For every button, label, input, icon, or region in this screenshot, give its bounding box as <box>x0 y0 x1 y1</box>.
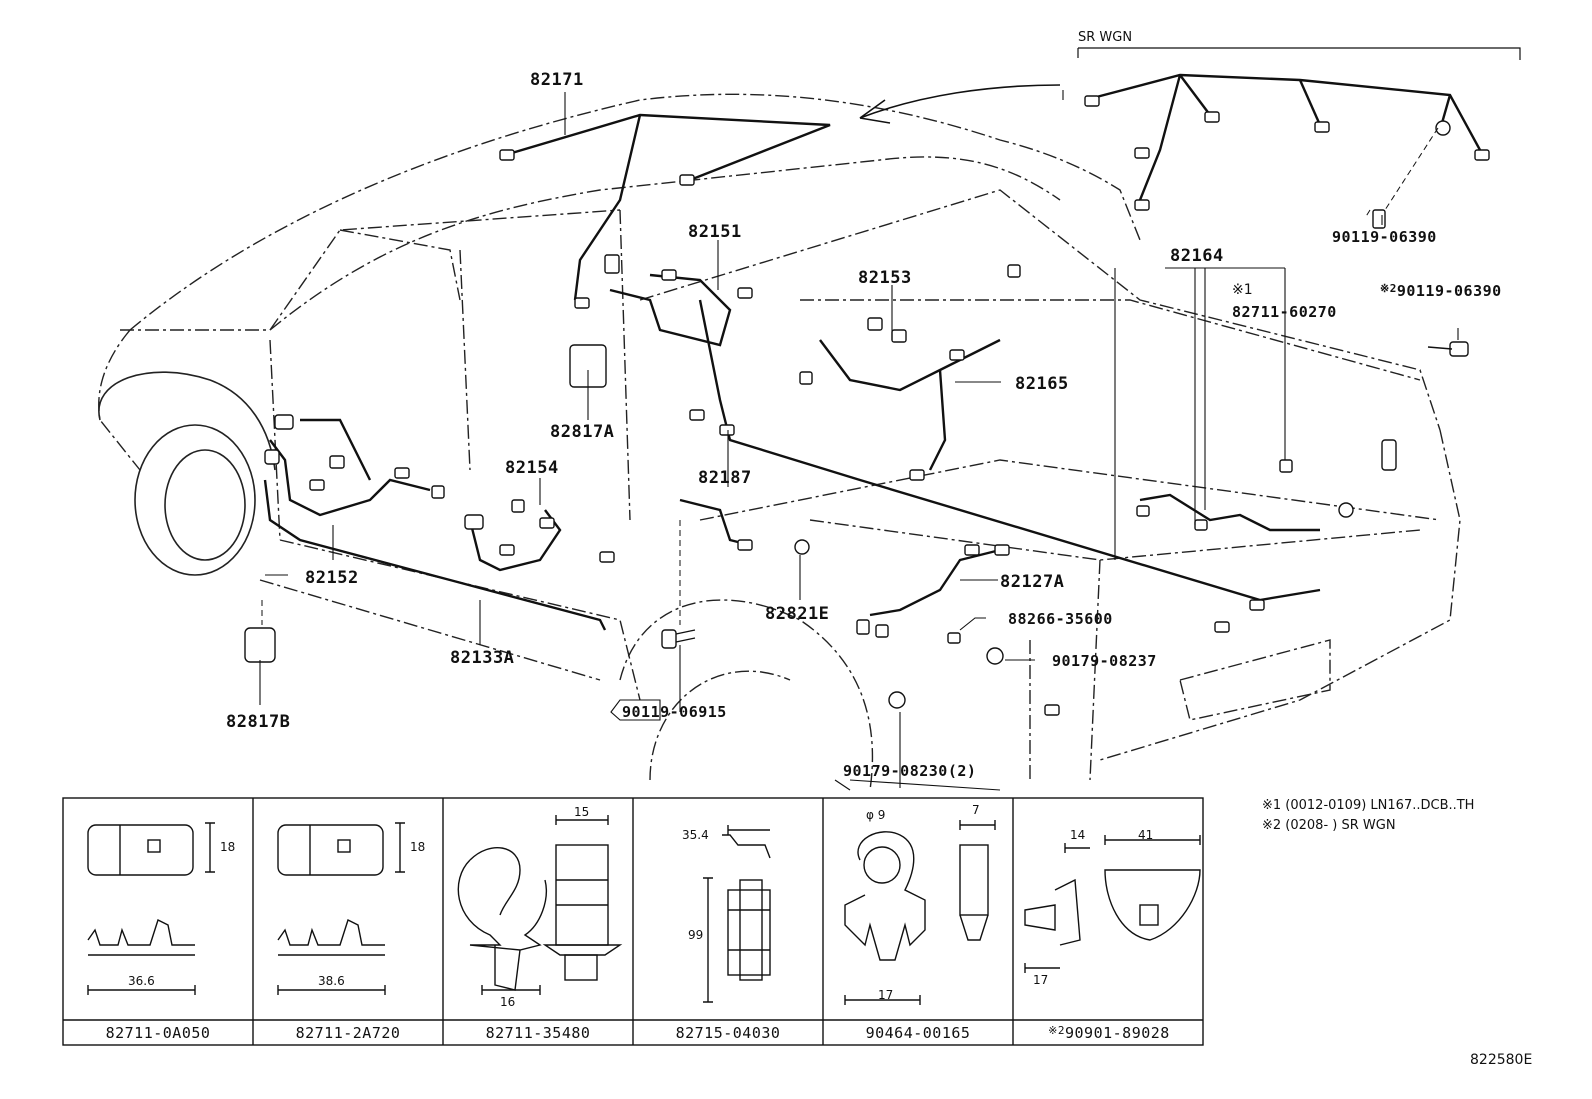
part-82153-label: 82153 <box>858 268 912 288</box>
part-82154-label: 82154 <box>505 458 559 478</box>
dim-18-a: 18 <box>220 840 236 854</box>
dim-17-b: 17 <box>1033 973 1049 987</box>
clip-82711-0a050 <box>87 822 215 995</box>
dim-16: 16 <box>500 995 516 1009</box>
part-90179-08230-label: 90179-08230(2) <box>843 762 977 780</box>
part-82711-60270-label: 82711-60270 <box>1232 303 1337 321</box>
harness-lines <box>263 73 1482 631</box>
dim-phi-9: φ 9 <box>866 808 886 822</box>
table-cell-label-4: 82715-04030 <box>675 1024 781 1042</box>
dim-41: 41 <box>1138 828 1154 842</box>
table-cell-label-6-number: 90901-89028 <box>1065 1024 1170 1042</box>
part-82127a-label: 82127A <box>1000 572 1065 592</box>
footnote-2: ※2 (0208- ) SR WGN <box>1262 818 1396 833</box>
connectors <box>244 95 1490 716</box>
clip-82715-04030 <box>703 825 771 1003</box>
dim-36-6: 36.6 <box>128 974 155 988</box>
clip-90464-00165 <box>844 820 996 1005</box>
part-90119-06915-label: 90119-06915 <box>622 703 727 721</box>
part-82165-label: 82165 <box>1015 374 1069 394</box>
insert-arrow <box>859 84 1061 124</box>
footnote-1: ※1 (0012-0109) LN167..DCB..TH <box>1262 798 1475 813</box>
part-90119-06390-top-label: 90119-06390 <box>1332 228 1437 246</box>
mark-2-table: ※2 <box>1048 1024 1065 1037</box>
dim-35-4: 35.4 <box>682 828 709 842</box>
part-90119-06390-marked-number: 90119-06390 <box>1396 282 1502 300</box>
variant-label: SR WGN <box>1078 30 1133 45</box>
part-82151-label: 82151 <box>688 222 742 242</box>
table-cell-label-2: 82711-2A720 <box>295 1024 401 1042</box>
sr-wgn-bracket <box>1077 47 1521 60</box>
mark-1-label: ※1 <box>1232 282 1253 298</box>
dim-15: 15 <box>574 805 590 819</box>
figure-id: 822580E <box>1470 1052 1533 1068</box>
part-82817b-label: 82817B <box>226 712 291 732</box>
part-82133a-label: 82133A <box>450 648 515 668</box>
part-82164-label: 82164 <box>1170 246 1224 266</box>
leader-lines <box>259 90 1459 791</box>
clip-82711-35480 <box>457 815 623 995</box>
part-90179-08237-label: 90179-08237 <box>1052 652 1157 670</box>
part-82152-label: 82152 <box>305 568 359 588</box>
part-82171-label: 82171 <box>530 70 584 90</box>
clip-90901-89028 <box>1024 835 1201 973</box>
part-88266-35600-label: 88266-35600 <box>1008 610 1113 628</box>
dim-17: 17 <box>878 988 894 1002</box>
vehicle-outline <box>98 93 1461 791</box>
table-cell-label-5: 90464-00165 <box>865 1024 971 1042</box>
mark-2: ※2 <box>1380 282 1397 295</box>
part-82187-label: 82187 <box>698 468 752 488</box>
dim-99: 99 <box>688 928 704 942</box>
dim-14: 14 <box>1070 828 1086 842</box>
table-cell-label-3: 82711-35480 <box>485 1024 591 1042</box>
table-cell-label-6: ※290901-89028 <box>1013 1024 1203 1042</box>
table-cell-label-1: 82711-0A050 <box>105 1024 211 1042</box>
part-90119-06390-marked-label: ※290119-06390 <box>1378 282 1502 300</box>
clip-82711-2a720 <box>277 822 405 995</box>
dim-38-6: 38.6 <box>318 974 345 988</box>
dim-7: 7 <box>972 803 980 817</box>
front-wheel <box>98 371 276 576</box>
part-82817a-label: 82817A <box>550 422 615 442</box>
part-82821e-label: 82821E <box>765 604 830 624</box>
dim-18-b: 18 <box>410 840 426 854</box>
parts-table <box>62 797 1204 1046</box>
dashed-leaders <box>261 127 1439 625</box>
